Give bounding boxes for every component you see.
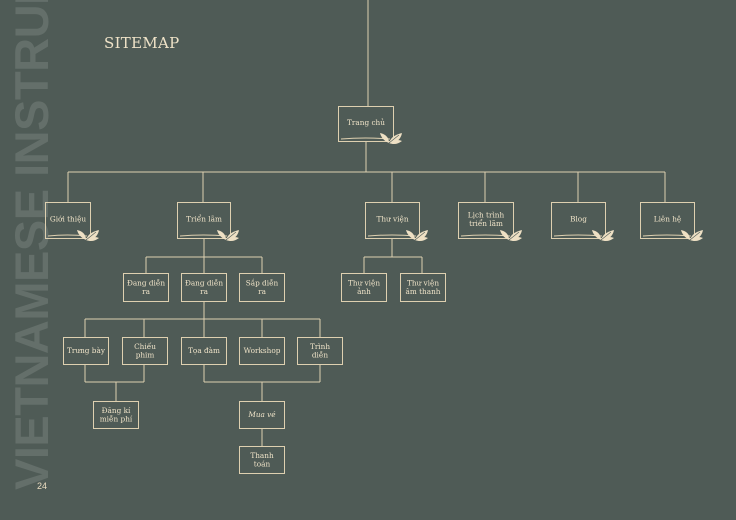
node-box (45, 202, 91, 239)
leaf-icon (77, 230, 99, 242)
node-box (400, 273, 446, 302)
node-label: Thư viện (407, 278, 439, 287)
node-box (181, 337, 227, 365)
node-label: Thanh (250, 451, 274, 460)
node-label: Đang diễn (127, 278, 165, 287)
sitemap-edges (67, 0, 666, 446)
node-label: âm thanh (406, 287, 441, 296)
node-label: Trình (310, 342, 330, 351)
node-label: Blog (570, 215, 587, 224)
node-box (239, 401, 285, 429)
node-label: triển lãm (469, 219, 503, 228)
node-label: Lịch trình (468, 210, 505, 219)
node-box (458, 202, 514, 239)
node-label: ra (142, 287, 150, 296)
node-box (63, 337, 109, 365)
sitemap-node-display: Trưng bày (63, 337, 109, 365)
leaf-icon (500, 230, 522, 242)
sitemap-node-intro: Giới thiệu (45, 202, 99, 242)
sitemap-node-talk: Tọa đàm (181, 337, 227, 365)
node-label: Trang chủ (347, 118, 385, 127)
node-label: toán (254, 459, 271, 468)
sitemap-node-library: Thư viện (365, 202, 428, 242)
node-label: Thư viện (376, 215, 408, 224)
node-label: ảnh (357, 287, 371, 296)
node-box (239, 337, 285, 365)
node-box (177, 202, 231, 239)
sitemap-node-home: Trang chủ (338, 106, 402, 145)
node-box (551, 202, 606, 239)
node-label: Liên hệ (654, 215, 682, 224)
leaf-icon (406, 230, 428, 242)
node-label: Tọa đàm (188, 346, 220, 355)
node-label: Đang diễn (185, 278, 223, 287)
node-label: Mua vé (247, 410, 276, 419)
node-label: ra (200, 287, 208, 296)
node-label: Trưng bày (67, 346, 106, 355)
node-label: miễn phí (100, 414, 133, 423)
page-title: SITEMAP (104, 34, 180, 52)
leaf-icon (681, 230, 703, 242)
sitemap-node-contact: Liên hệ (640, 202, 703, 242)
node-label: ra (258, 287, 266, 296)
node-box (239, 273, 285, 302)
node-box (365, 202, 420, 239)
node-label: phim (136, 350, 155, 359)
leaf-icon (217, 230, 239, 242)
node-label: Triển lãm (186, 215, 222, 224)
leaf-icon (380, 133, 402, 145)
node-box (123, 273, 169, 302)
node-box (181, 273, 227, 302)
node-box (338, 106, 394, 142)
sitemap-node-exhibition: Triển lãm (177, 202, 239, 242)
node-box (640, 202, 695, 239)
node-box (239, 446, 285, 474)
node-label: Chiếu (134, 342, 156, 351)
node-label: Giới thiệu (50, 215, 86, 224)
sitemap-node-workshop: Workshop (239, 337, 285, 365)
node-label: Workshop (244, 346, 281, 355)
node-box (93, 401, 139, 429)
leaf-icon (592, 230, 614, 242)
page-number: 24 (37, 481, 48, 491)
node-box (297, 337, 343, 365)
node-box (341, 273, 387, 302)
sitemap-node-blog: Blog (551, 202, 614, 242)
node-label: Thư viện (348, 278, 380, 287)
node-label: Đăng kí (102, 406, 131, 415)
node-box (122, 337, 168, 365)
node-label: diễn (312, 350, 328, 359)
sitemap-node-buy-ticket: Mua vé (239, 401, 285, 429)
node-label: Sắp diễn (246, 278, 279, 287)
